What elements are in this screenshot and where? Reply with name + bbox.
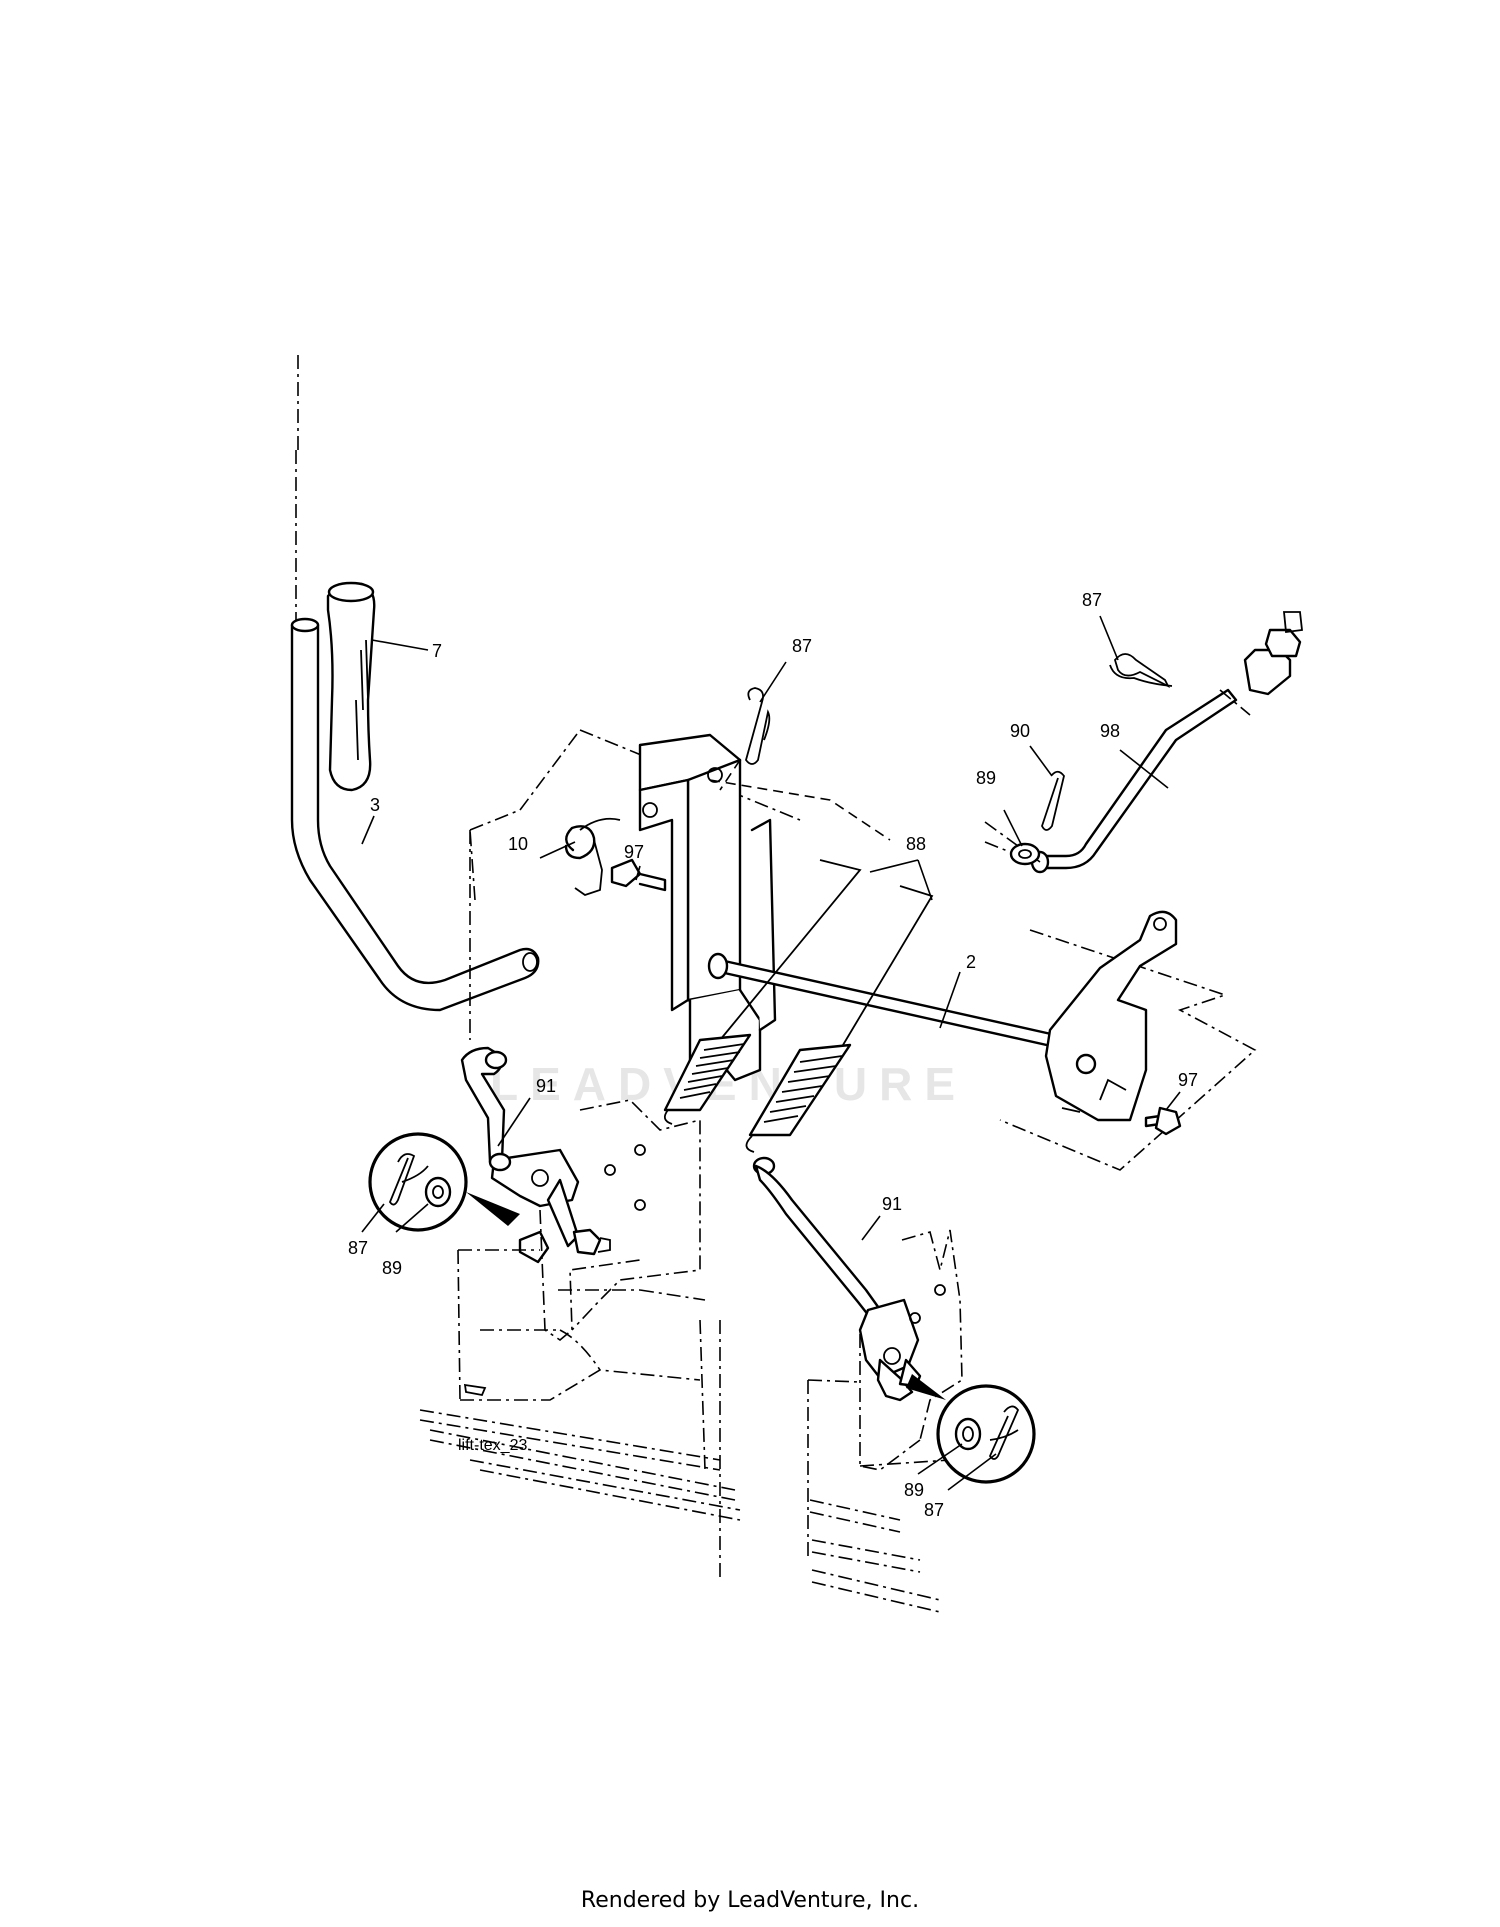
callout-label: 89	[382, 1258, 402, 1278]
pin-and-washer-upper-right	[984, 770, 1065, 866]
hairpin-clip-top-right	[1109, 653, 1173, 689]
right-lift-link	[752, 1156, 922, 1402]
hairpin-clip-top-center	[719, 687, 771, 791]
left-lift-link	[460, 1046, 611, 1264]
callout-label: 87	[348, 1238, 368, 1258]
callout-label: 87	[792, 636, 812, 656]
callout-label: 98	[1100, 721, 1120, 741]
callout-label: 2	[966, 952, 976, 972]
bolt-upper	[610, 858, 667, 892]
bolt-right	[1144, 1106, 1182, 1136]
callout-label: 7	[432, 641, 442, 661]
detail-circle-right	[906, 1374, 1036, 1484]
callout-label: 91	[536, 1076, 556, 1096]
callout-label: 87	[924, 1500, 944, 1520]
callout-leaders	[361, 615, 1181, 1491]
diagram-reference-code: lift-tex_23	[458, 1437, 527, 1454]
lift-bracket	[469, 729, 891, 1082]
callout-label: 88	[906, 834, 926, 854]
callout-label: 97	[624, 842, 644, 862]
detail-circle-left	[368, 1132, 520, 1232]
callout-label: 10	[508, 834, 528, 854]
extension-spring-right	[745, 885, 934, 1153]
callout-label: 90	[1010, 721, 1030, 741]
callout-label: 89	[904, 1480, 924, 1500]
callout-label: 3	[370, 795, 380, 815]
cross-shaft	[707, 910, 1257, 1171]
link-rod	[984, 611, 1303, 874]
lift-handle	[290, 355, 540, 1012]
left-frame	[419, 1099, 741, 1580]
footer-attribution: Rendered by LeadVenture, Inc.	[580, 1888, 920, 1913]
callout-label: 91	[882, 1194, 902, 1214]
extension-spring-left	[663, 859, 862, 1125]
torsion-spring	[469, 817, 621, 1040]
handle-grip	[326, 581, 376, 792]
callout-label: 87	[1082, 590, 1102, 610]
callout-label: 97	[1178, 1070, 1198, 1090]
callout-numbers: 7 3 87 10 97 88 87 90 89 98 2 91 97 87 8…	[348, 590, 1198, 1520]
callout-label: 89	[976, 768, 996, 788]
